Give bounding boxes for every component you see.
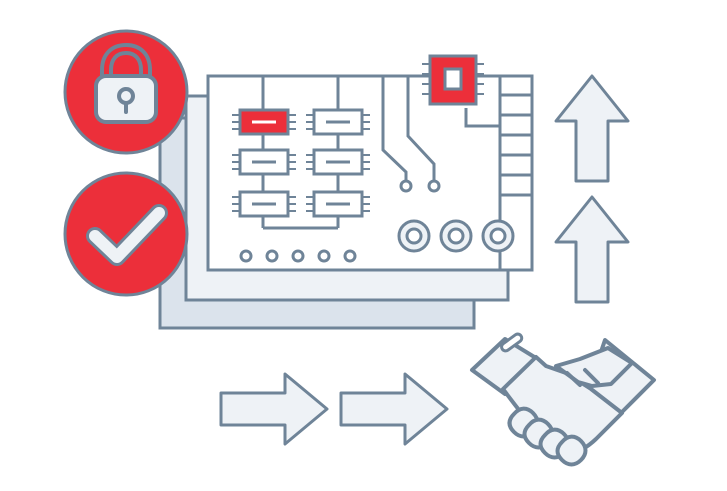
right-arrow-icon-right [339,372,449,446]
processor-chip-red [422,54,484,106]
handshake-icon [470,332,656,467]
chip-grid [232,108,370,218]
chip-middle-right [306,148,370,176]
chip-red-top-left [232,108,296,136]
up-arrow-icon-bottom [554,195,630,304]
board-capacitors [397,219,515,253]
lock-icon [100,42,152,78]
board-pins [239,179,441,263]
chip-top-right [306,108,370,136]
up-arrow-icon-top [554,74,630,183]
lock-badge [63,29,189,155]
chip-bottom-left [232,190,296,218]
chip-middle-left [232,148,296,176]
check-badge [63,171,189,297]
chip-bottom-right [306,190,370,218]
right-arrow-icon-left [219,372,329,446]
